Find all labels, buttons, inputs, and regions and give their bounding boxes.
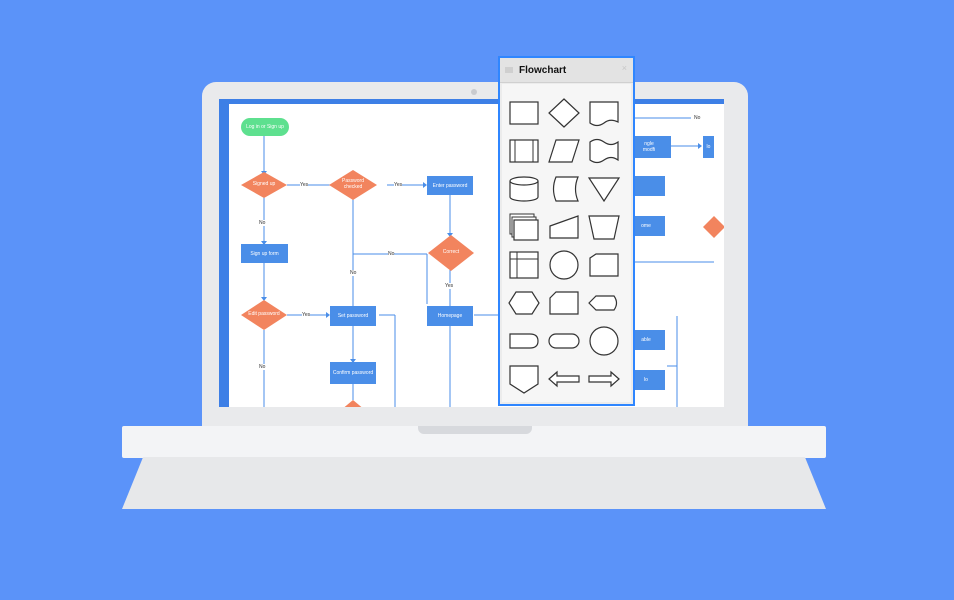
node-partial-5[interactable]: able [627, 330, 665, 350]
edge-label-no: No [259, 364, 266, 370]
card-icon[interactable] [546, 286, 582, 320]
process-icon[interactable] [506, 96, 542, 130]
flowchart-palette[interactable]: Flowchart × [498, 56, 635, 406]
decision-label: Signed up [252, 181, 276, 188]
data-icon[interactable] [546, 134, 582, 168]
left-arrow-icon[interactable] [546, 362, 582, 396]
right-arrow-icon[interactable] [586, 362, 622, 396]
stored-data-icon[interactable] [546, 172, 582, 206]
predefined-process-icon[interactable] [506, 134, 542, 168]
preparation-icon[interactable] [506, 286, 542, 320]
multi-document-wave-icon[interactable] [586, 134, 622, 168]
laptop-screen: Log in or Sign up Signed up Password che… [219, 99, 724, 407]
circle-icon[interactable] [586, 324, 622, 358]
edge-label-yes: Yes [302, 312, 311, 318]
manual-operation-icon[interactable] [586, 210, 622, 244]
laptop-notch [418, 426, 532, 434]
delay-icon[interactable] [506, 324, 542, 358]
node-partial-1[interactable]: ngle modfi [627, 136, 671, 158]
node-homepage[interactable]: Homepage [427, 306, 473, 326]
decision-edit-password[interactable]: Edit password [241, 300, 287, 330]
decision-icon[interactable] [546, 96, 582, 130]
node-set-password[interactable]: Set password [330, 306, 376, 326]
node-partial-6[interactable]: lo [627, 370, 665, 390]
diagram-canvas-right[interactable]: ngle modfi lo ome able lo No [627, 104, 724, 407]
diagram-connectors-right [627, 117, 714, 407]
off-page-connector-icon[interactable] [586, 248, 622, 282]
edge-label-no: No [259, 220, 266, 226]
decision-partial-right[interactable] [703, 216, 724, 238]
start-node[interactable]: Log in or Sign up [241, 118, 289, 136]
connector-icon[interactable] [546, 248, 582, 282]
decision-password-checked[interactable]: Password checked [329, 170, 377, 200]
edge-label-no: No [350, 270, 357, 276]
palette-title-bar[interactable]: Flowchart × [500, 58, 633, 83]
decision-partial[interactable] [341, 400, 365, 407]
node-partial-3[interactable] [627, 176, 665, 196]
decision-correct[interactable]: Correct [428, 235, 474, 271]
edge-label-yes: Yes [300, 182, 309, 188]
edge-label-yes: Yes [445, 283, 454, 289]
node-enter-password[interactable]: Enter password [427, 176, 473, 195]
off-page-reference-icon[interactable] [506, 362, 542, 396]
decision-label: Correct [442, 249, 460, 256]
node-sign-up-form[interactable]: Sign up form [241, 244, 288, 263]
close-icon[interactable]: × [621, 63, 627, 73]
multiple-documents-icon[interactable] [506, 210, 542, 244]
database-icon[interactable] [506, 172, 542, 206]
decision-label: Edit password [248, 311, 280, 318]
node-partial-4[interactable]: ome [627, 216, 665, 236]
manual-input-icon[interactable] [546, 210, 582, 244]
node-partial-2[interactable]: lo [703, 136, 714, 158]
edge-label-yes: Yes [394, 182, 403, 188]
display-icon[interactable] [586, 286, 622, 320]
camera-icon [471, 89, 477, 95]
merge-icon[interactable] [586, 172, 622, 206]
terminator-icon[interactable] [546, 324, 582, 358]
laptop-base-shadow [122, 457, 826, 509]
decision-label: Password checked [342, 178, 364, 190]
palette-shapes-grid [502, 84, 631, 402]
edge-label-no: No [388, 251, 395, 257]
decision-signed-up[interactable]: Signed up [241, 172, 287, 198]
edge-label-no: No [694, 115, 701, 121]
node-confirm-password[interactable]: Confirm password [330, 362, 376, 384]
document-icon[interactable] [586, 96, 622, 130]
internal-storage-icon[interactable] [506, 248, 542, 282]
palette-title: Flowchart [519, 65, 567, 76]
drag-handle-icon[interactable] [505, 67, 513, 73]
